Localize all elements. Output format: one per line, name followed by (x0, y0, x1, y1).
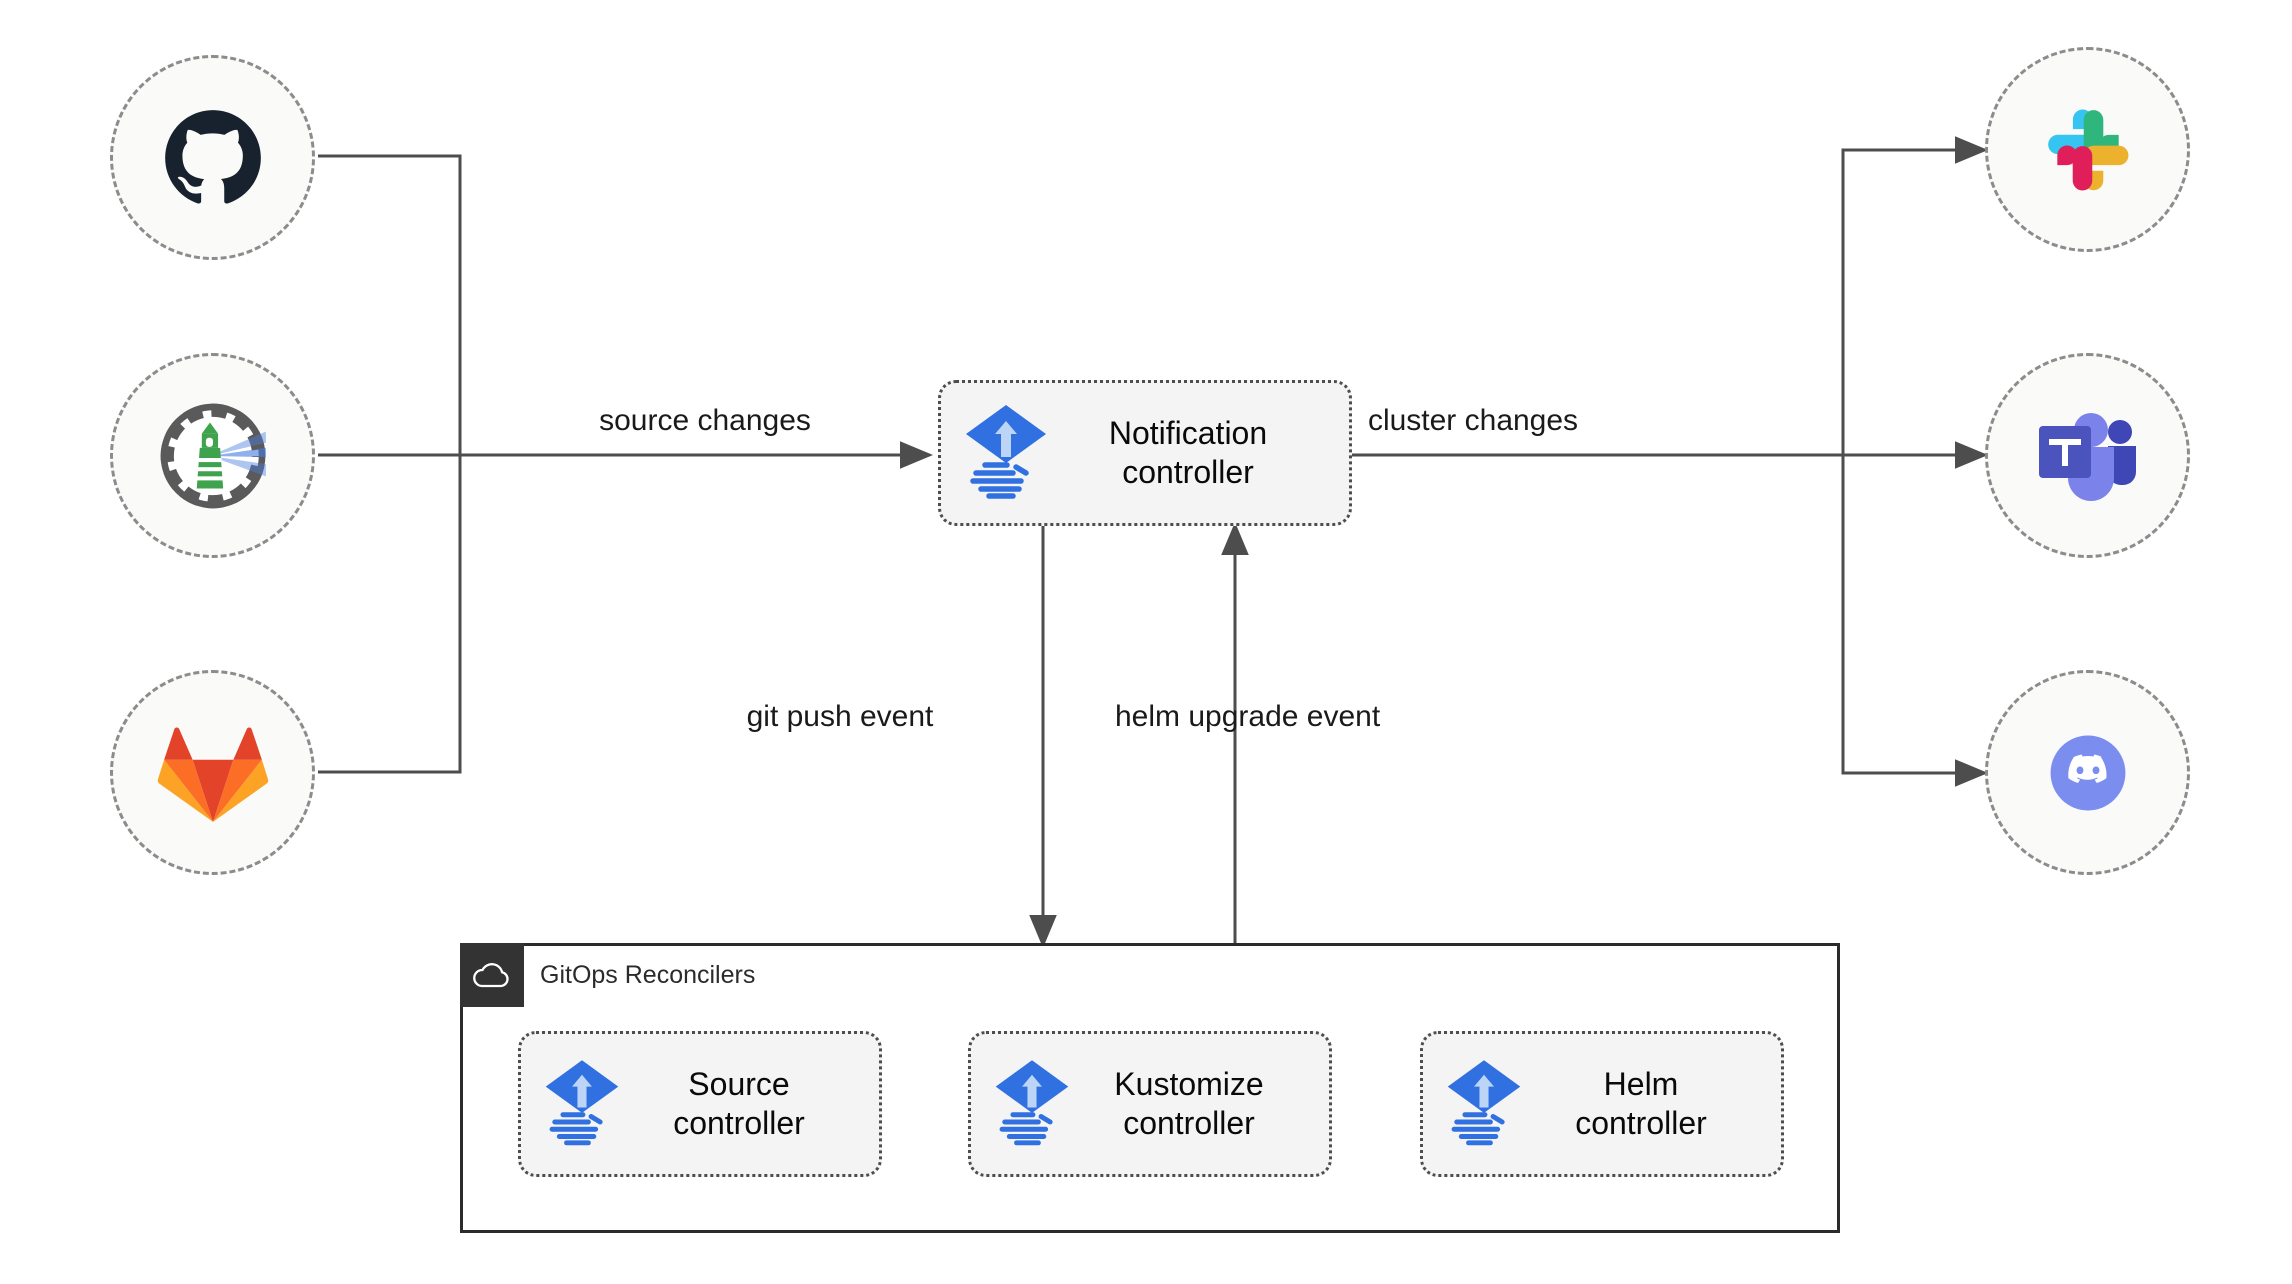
source-node-github[interactable] (110, 55, 315, 260)
edge-label-cluster-changes: cluster changes (1367, 404, 1579, 437)
wire-github-to-trunk (318, 154, 462, 455)
helm-controller-label: Helm controller (1575, 1065, 1707, 1141)
flux-icon (993, 1058, 1071, 1151)
gitlab-icon (157, 726, 268, 822)
notification-controller-box[interactable]: Notification controller (938, 380, 1352, 526)
edge-label-helm-upgrade-event: helm upgrade event (1115, 700, 1381, 733)
notification-controller-label: Notification controller (1108, 414, 1268, 490)
target-node-discord[interactable] (1985, 670, 2190, 875)
edge-label-git-push-event: git push event (746, 700, 934, 733)
kustomize-controller-box[interactable]: Kustomize controller (968, 1031, 1332, 1177)
helm-controller-box[interactable]: Helm controller (1420, 1031, 1784, 1177)
cloud-icon (473, 963, 509, 988)
github-icon (164, 109, 261, 204)
target-node-slack[interactable] (1985, 47, 2190, 252)
source-node-gitlab[interactable] (110, 670, 315, 875)
flux-icon (1445, 1058, 1523, 1151)
edge-label-source-changes: source changes (599, 404, 811, 437)
source-controller-label: Source controller (673, 1065, 805, 1141)
flux-icon (963, 403, 1049, 504)
wire-gitlab-to-trunk (318, 455, 462, 774)
gitops-group-tab (460, 943, 524, 1007)
flux-icon (543, 1058, 621, 1151)
gitops-group-title: GitOps Reconcilers (540, 961, 756, 989)
lighthouse-icon (160, 403, 266, 508)
wire-to-slack (1841, 136, 1988, 455)
kustomize-controller-label: Kustomize controller (1114, 1065, 1264, 1141)
ms-teams-icon (2038, 412, 2136, 501)
slack-icon (2047, 109, 2128, 190)
wire-to-discord (1841, 455, 1988, 787)
discord-icon (2050, 735, 2125, 810)
source-controller-box[interactable]: Source controller (518, 1031, 882, 1177)
target-node-teams[interactable] (1985, 353, 2190, 558)
source-node-flagger[interactable] (110, 353, 315, 558)
